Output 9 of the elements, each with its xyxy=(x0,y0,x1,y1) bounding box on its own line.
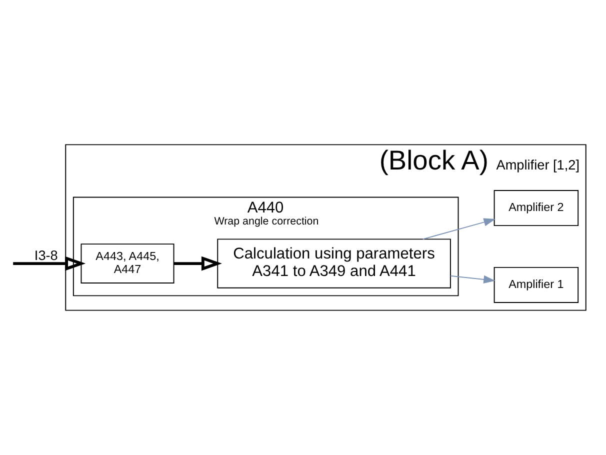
node-box: Amplifier 1 xyxy=(494,266,579,303)
arrow xyxy=(450,275,496,284)
arrow xyxy=(13,256,86,271)
arrow xyxy=(422,218,496,240)
arrow xyxy=(174,256,222,271)
node-box: A443, A445, A447 xyxy=(80,244,174,284)
edge-label: I3-8 xyxy=(34,248,58,263)
node-box: Amplifier 2 xyxy=(494,190,579,226)
node-box: Calculation using parameters A341 to A349 and A441 xyxy=(217,238,451,288)
